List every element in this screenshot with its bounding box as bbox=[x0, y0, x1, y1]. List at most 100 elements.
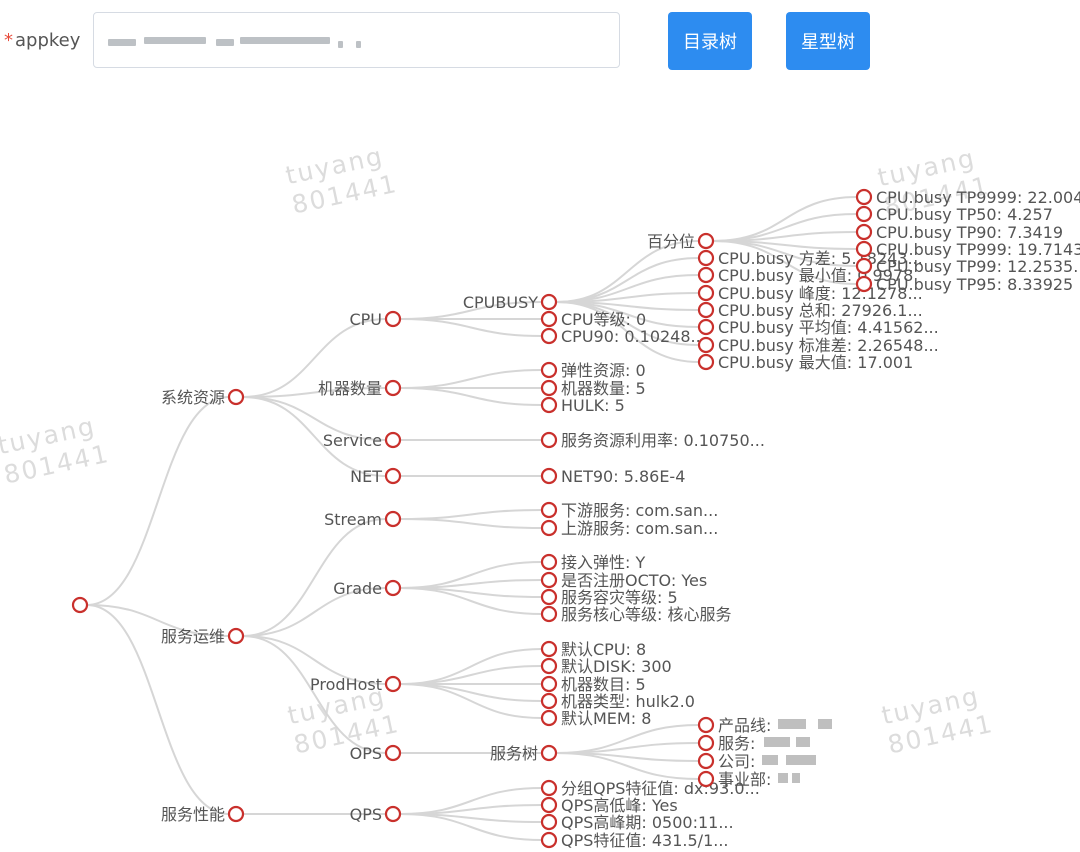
tree-node-circle[interactable] bbox=[227, 805, 245, 823]
tree-node-machtype[interactable]: 机器类型: hulk2.0 bbox=[540, 692, 695, 711]
tree-node-tp99[interactable]: CPU.busy TP99: 12.2535... bbox=[855, 257, 1080, 276]
tree-node-service[interactable]: Service bbox=[323, 431, 402, 450]
tree-node-up[interactable]: 上游服务: com.san... bbox=[540, 519, 718, 538]
tree-node-circle[interactable] bbox=[855, 275, 873, 293]
tree-node-tp999[interactable]: CPU.busy TP999: 19.7143... bbox=[855, 240, 1080, 259]
tree-node-cpubusy[interactable]: CPUBUSY bbox=[463, 293, 558, 312]
tree-node-bu[interactable]: 事业部: bbox=[697, 770, 800, 789]
tree-node-circle[interactable] bbox=[540, 361, 558, 379]
tree-node-circle[interactable] bbox=[540, 692, 558, 710]
tree-node-avg[interactable]: CPU.busy 平均值: 4.41562... bbox=[697, 318, 939, 337]
tree-node-prodhost[interactable]: ProdHost bbox=[310, 675, 402, 694]
tree-node-circle[interactable] bbox=[540, 501, 558, 519]
tree-node-net90[interactable]: NET90: 5.86E-4 bbox=[540, 467, 685, 486]
tree-node-defdisk[interactable]: 默认DISK: 300 bbox=[540, 657, 672, 676]
tree-node-circle[interactable] bbox=[697, 716, 715, 734]
tree-node-circle[interactable] bbox=[540, 779, 558, 797]
tree-node-circle[interactable] bbox=[855, 188, 873, 206]
tree-node-company[interactable]: 公司: bbox=[697, 752, 816, 771]
tree-node-svc[interactable]: 服务: bbox=[697, 734, 810, 753]
tree-node-circle[interactable] bbox=[697, 249, 715, 267]
tree-node-circle[interactable] bbox=[384, 579, 402, 597]
tree-node-circle[interactable] bbox=[540, 744, 558, 762]
tree-node-qpshilo[interactable]: QPS高低峰: Yes bbox=[540, 796, 678, 815]
tree-node-circle[interactable] bbox=[697, 353, 715, 371]
tree-node-sum[interactable]: CPU.busy 总和: 27926.1... bbox=[697, 301, 923, 320]
tree-node-defcpu[interactable]: 默认CPU: 8 bbox=[540, 640, 646, 659]
tree-node-circle[interactable] bbox=[540, 293, 558, 311]
tree-node-tp50[interactable]: CPU.busy TP50: 4.257 bbox=[855, 205, 1053, 224]
tree-node-octo[interactable]: 是否注册OCTO: Yes bbox=[540, 571, 707, 590]
tree-node-defmem[interactable]: 默认MEM: 8 bbox=[540, 709, 651, 728]
tree-node-machcount[interactable]: 机器数量: 5 bbox=[540, 379, 646, 398]
tree-node-circle[interactable] bbox=[697, 232, 715, 250]
tree-node-circle[interactable] bbox=[855, 223, 873, 241]
appkey-input[interactable] bbox=[93, 12, 620, 68]
tree-node-circle[interactable] bbox=[227, 627, 245, 645]
tree-node-circle[interactable] bbox=[540, 327, 558, 345]
tree-node-pct[interactable]: 百分位 bbox=[647, 232, 715, 251]
tree-node-circle[interactable] bbox=[540, 519, 558, 537]
tree-node-circle[interactable] bbox=[71, 596, 89, 614]
tree-node-root[interactable] bbox=[71, 596, 89, 614]
tree-node-circle[interactable] bbox=[540, 588, 558, 606]
tree-node-access[interactable]: 接入弹性: Y bbox=[540, 553, 645, 572]
tree-node-ops[interactable]: 服务运维 bbox=[161, 627, 245, 646]
tree-node-circle[interactable] bbox=[540, 813, 558, 831]
tree-node-circle[interactable] bbox=[697, 770, 715, 788]
tree-node-tp95[interactable]: CPU.busy TP95: 8.33925 bbox=[855, 275, 1073, 294]
tree-node-qpspeak[interactable]: QPS高峰期: 0500:11... bbox=[540, 813, 734, 832]
tree-node-svcutil[interactable]: 服务资源利用率: 0.10750... bbox=[540, 431, 765, 450]
star-tree-button[interactable]: 星型树 bbox=[786, 12, 870, 70]
tree-node-circle[interactable] bbox=[227, 388, 245, 406]
tree-node-hulk[interactable]: HULK: 5 bbox=[540, 396, 625, 415]
tree-node-circle[interactable] bbox=[697, 336, 715, 354]
tree-node-circle[interactable] bbox=[384, 675, 402, 693]
tree-node-circle[interactable] bbox=[540, 657, 558, 675]
tree-node-circle[interactable] bbox=[540, 431, 558, 449]
tree-node-down[interactable]: 下游服务: com.san... bbox=[540, 501, 718, 520]
tree-node-circle[interactable] bbox=[540, 396, 558, 414]
tree-node-sys[interactable]: 系统资源 bbox=[161, 388, 245, 407]
tree-node-svctree[interactable]: 服务树 bbox=[490, 744, 558, 763]
tree-node-circle[interactable] bbox=[697, 752, 715, 770]
tree-node-circle[interactable] bbox=[540, 553, 558, 571]
tree-node-circle[interactable] bbox=[540, 675, 558, 693]
tree-node-circle[interactable] bbox=[384, 467, 402, 485]
tree-node-circle[interactable] bbox=[697, 734, 715, 752]
tree-node-perf[interactable]: 服务性能 bbox=[161, 805, 245, 824]
tree-node-circle[interactable] bbox=[540, 310, 558, 328]
tree-node-circle[interactable] bbox=[855, 257, 873, 275]
tree-node-cpu90[interactable]: CPU90: 0.10248... bbox=[540, 327, 706, 346]
tree-node-cpugrade[interactable]: CPU等级: 0 bbox=[540, 310, 646, 329]
tree-node-circle[interactable] bbox=[384, 379, 402, 397]
tree-node-circle[interactable] bbox=[697, 284, 715, 302]
tree-node-circle[interactable] bbox=[855, 240, 873, 258]
tree-node-cpu[interactable]: CPU bbox=[349, 310, 402, 329]
directory-tree-button[interactable]: 目录树 bbox=[668, 12, 752, 70]
tree-node-elastic[interactable]: 弹性资源: 0 bbox=[540, 361, 646, 380]
tree-node-circle[interactable] bbox=[540, 571, 558, 589]
tree-node-prodline[interactable]: 产品线: bbox=[697, 716, 832, 735]
tree-node-circle[interactable] bbox=[384, 805, 402, 823]
tree-node-opsnode[interactable]: OPS bbox=[350, 744, 402, 763]
tree-node-circle[interactable] bbox=[540, 605, 558, 623]
tree-node-stream[interactable]: Stream bbox=[324, 510, 402, 529]
tree-node-std[interactable]: CPU.busy 标准差: 2.26548... bbox=[697, 336, 939, 355]
tree-node-circle[interactable] bbox=[540, 640, 558, 658]
tree-node-max[interactable]: CPU.busy 最大值: 17.001 bbox=[697, 353, 913, 372]
tree-node-qps[interactable]: QPS bbox=[350, 805, 402, 824]
tree-node-circle[interactable] bbox=[697, 301, 715, 319]
tree-node-net[interactable]: NET bbox=[350, 467, 402, 486]
tree-node-tp9999[interactable]: CPU.busy TP9999: 22.004 bbox=[855, 188, 1080, 207]
tree-node-circle[interactable] bbox=[540, 831, 558, 849]
tree-node-circle[interactable] bbox=[697, 318, 715, 336]
tree-node-circle[interactable] bbox=[384, 510, 402, 528]
tree-node-mach[interactable]: 机器数量 bbox=[318, 379, 402, 398]
tree-node-tp90[interactable]: CPU.busy TP90: 7.3419 bbox=[855, 223, 1063, 242]
tree-node-circle[interactable] bbox=[855, 205, 873, 223]
tree-node-circle[interactable] bbox=[384, 431, 402, 449]
tree-node-circle[interactable] bbox=[540, 467, 558, 485]
tree-node-circle[interactable] bbox=[540, 379, 558, 397]
tree-node-circle[interactable] bbox=[540, 709, 558, 727]
